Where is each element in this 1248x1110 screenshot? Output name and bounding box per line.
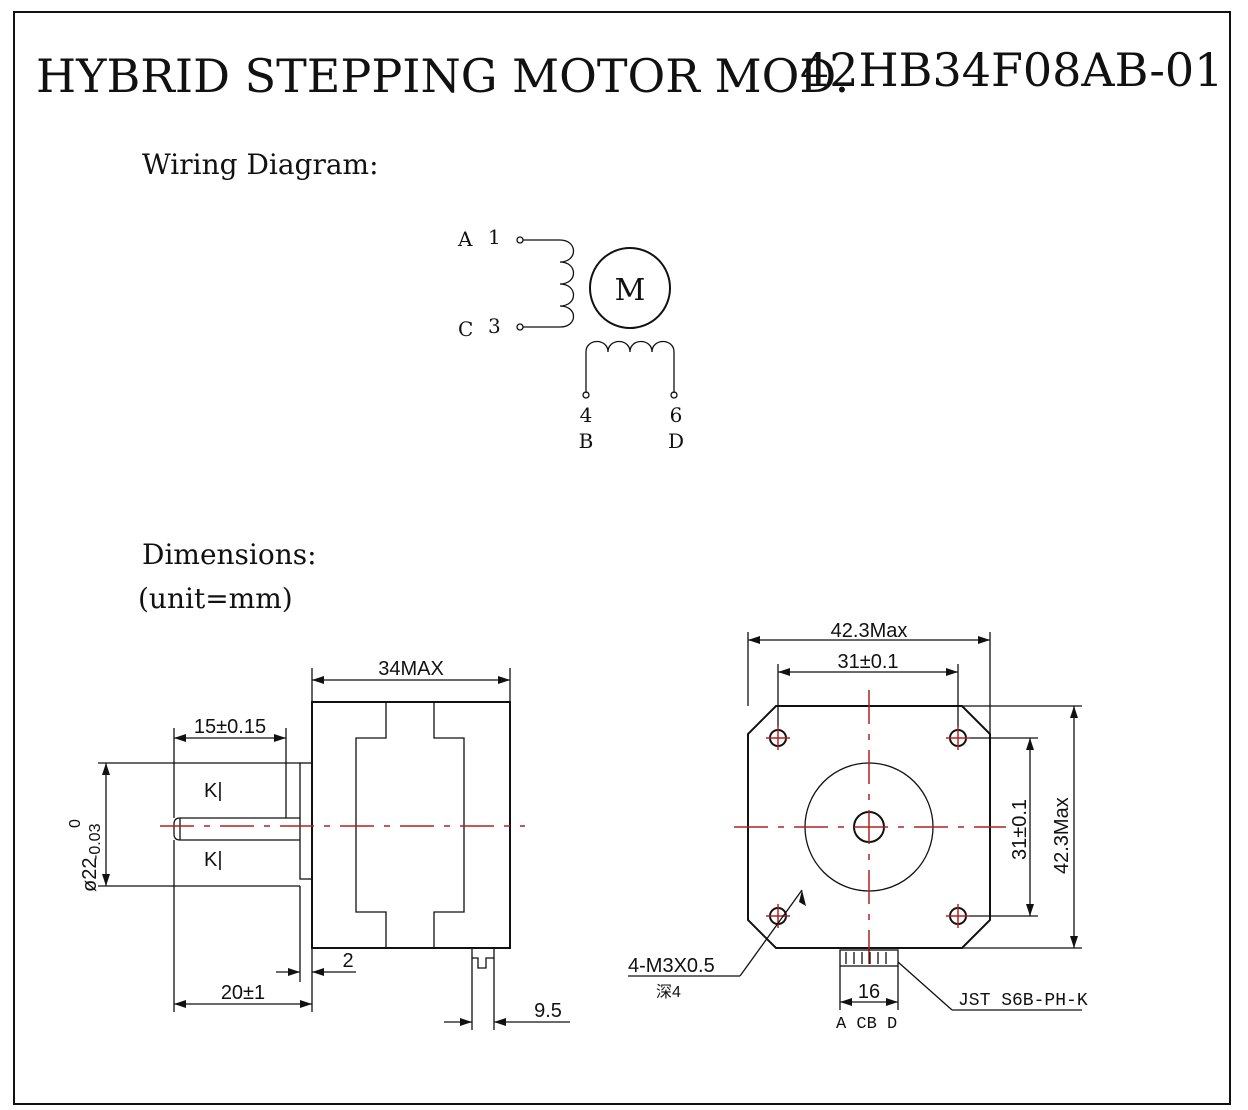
dim-body-length: 34MAX: [378, 658, 444, 680]
dim-hole-pitch-v: 31±0.1: [1009, 799, 1031, 860]
mount-hole-br: [946, 904, 970, 928]
flat-marker-top: K|: [204, 780, 223, 802]
title-model: 42HB34F08AB-01: [800, 43, 1223, 97]
dimensions-unit: (unit=mm): [138, 582, 293, 615]
shaft: [173, 817, 300, 841]
flange-boss: [299, 762, 313, 880]
dim-boss-height: 2: [342, 950, 353, 972]
dim-boss-tol-lower: -0.03: [87, 823, 104, 860]
front-view: 42.3Max 31±0.1 31±0.1 42.3Max 4-M3X0.5 深…: [628, 620, 1088, 1034]
connector-model: JST S6B-PH-K: [958, 991, 1088, 1011]
screw-spec: 4-M3X0.5: [628, 955, 715, 977]
terminal-letter-d: D: [668, 429, 684, 453]
dim-boss-dia: ø22: [79, 858, 101, 892]
dim-boss-tol-upper: 0: [67, 819, 84, 828]
terminal-pin-4: 4: [580, 403, 593, 427]
terminal-node-4: [582, 391, 590, 399]
wiring-heading: Wiring Diagram:: [142, 148, 379, 181]
terminal-node-3: [516, 323, 524, 331]
wiring-diagram: A 1 C 3 M 4 B 6 D: [457, 225, 684, 453]
mount-hole-tr: [946, 726, 970, 750]
dim-shaft-length: 15±0.15: [194, 716, 266, 738]
sheet-border: [13, 11, 1231, 1105]
dim-width-max: 42.3Max: [831, 620, 908, 642]
dim-connector-width: 16: [858, 981, 880, 1003]
front-connector: [839, 949, 899, 967]
coil-bd: [585, 340, 675, 393]
dimensions-heading: Dimensions:: [142, 538, 317, 571]
terminal-letter-c: C: [458, 317, 473, 341]
terminal-node-6: [670, 391, 678, 399]
terminal-letter-b: B: [579, 429, 594, 453]
motor-label: M: [615, 273, 646, 308]
screw-depth: 深4: [656, 983, 681, 1001]
mount-hole-tl: [766, 726, 790, 750]
dim-height-max: 42.3Max: [1051, 797, 1073, 874]
side-view: 34MAX 15±0.15 K| K| ø22 0 -0.03 2: [67, 658, 570, 1030]
side-connector: [471, 948, 495, 969]
coil-ac: [523, 239, 575, 328]
flat-marker-bottom: K|: [204, 849, 223, 871]
dim-shaft-total: 20±1: [221, 982, 265, 1004]
terminal-pin-6: 6: [670, 403, 683, 427]
body-inner-profile: [355, 702, 465, 948]
connector-pins: A CB D: [836, 1015, 897, 1034]
dim-connector: 9.5: [534, 1000, 562, 1022]
title-prefix: HYBRID STEPPING MOTOR MOD.: [36, 49, 849, 103]
terminal-pin-3: 3: [488, 314, 501, 338]
motor-body-outline: [311, 701, 511, 949]
dim-hole-pitch: 31±0.1: [837, 651, 898, 673]
terminal-pin-1: 1: [488, 225, 501, 249]
terminal-letter-a: A: [457, 227, 473, 251]
terminal-node-1: [516, 236, 524, 244]
motor-symbol: [589, 247, 671, 329]
